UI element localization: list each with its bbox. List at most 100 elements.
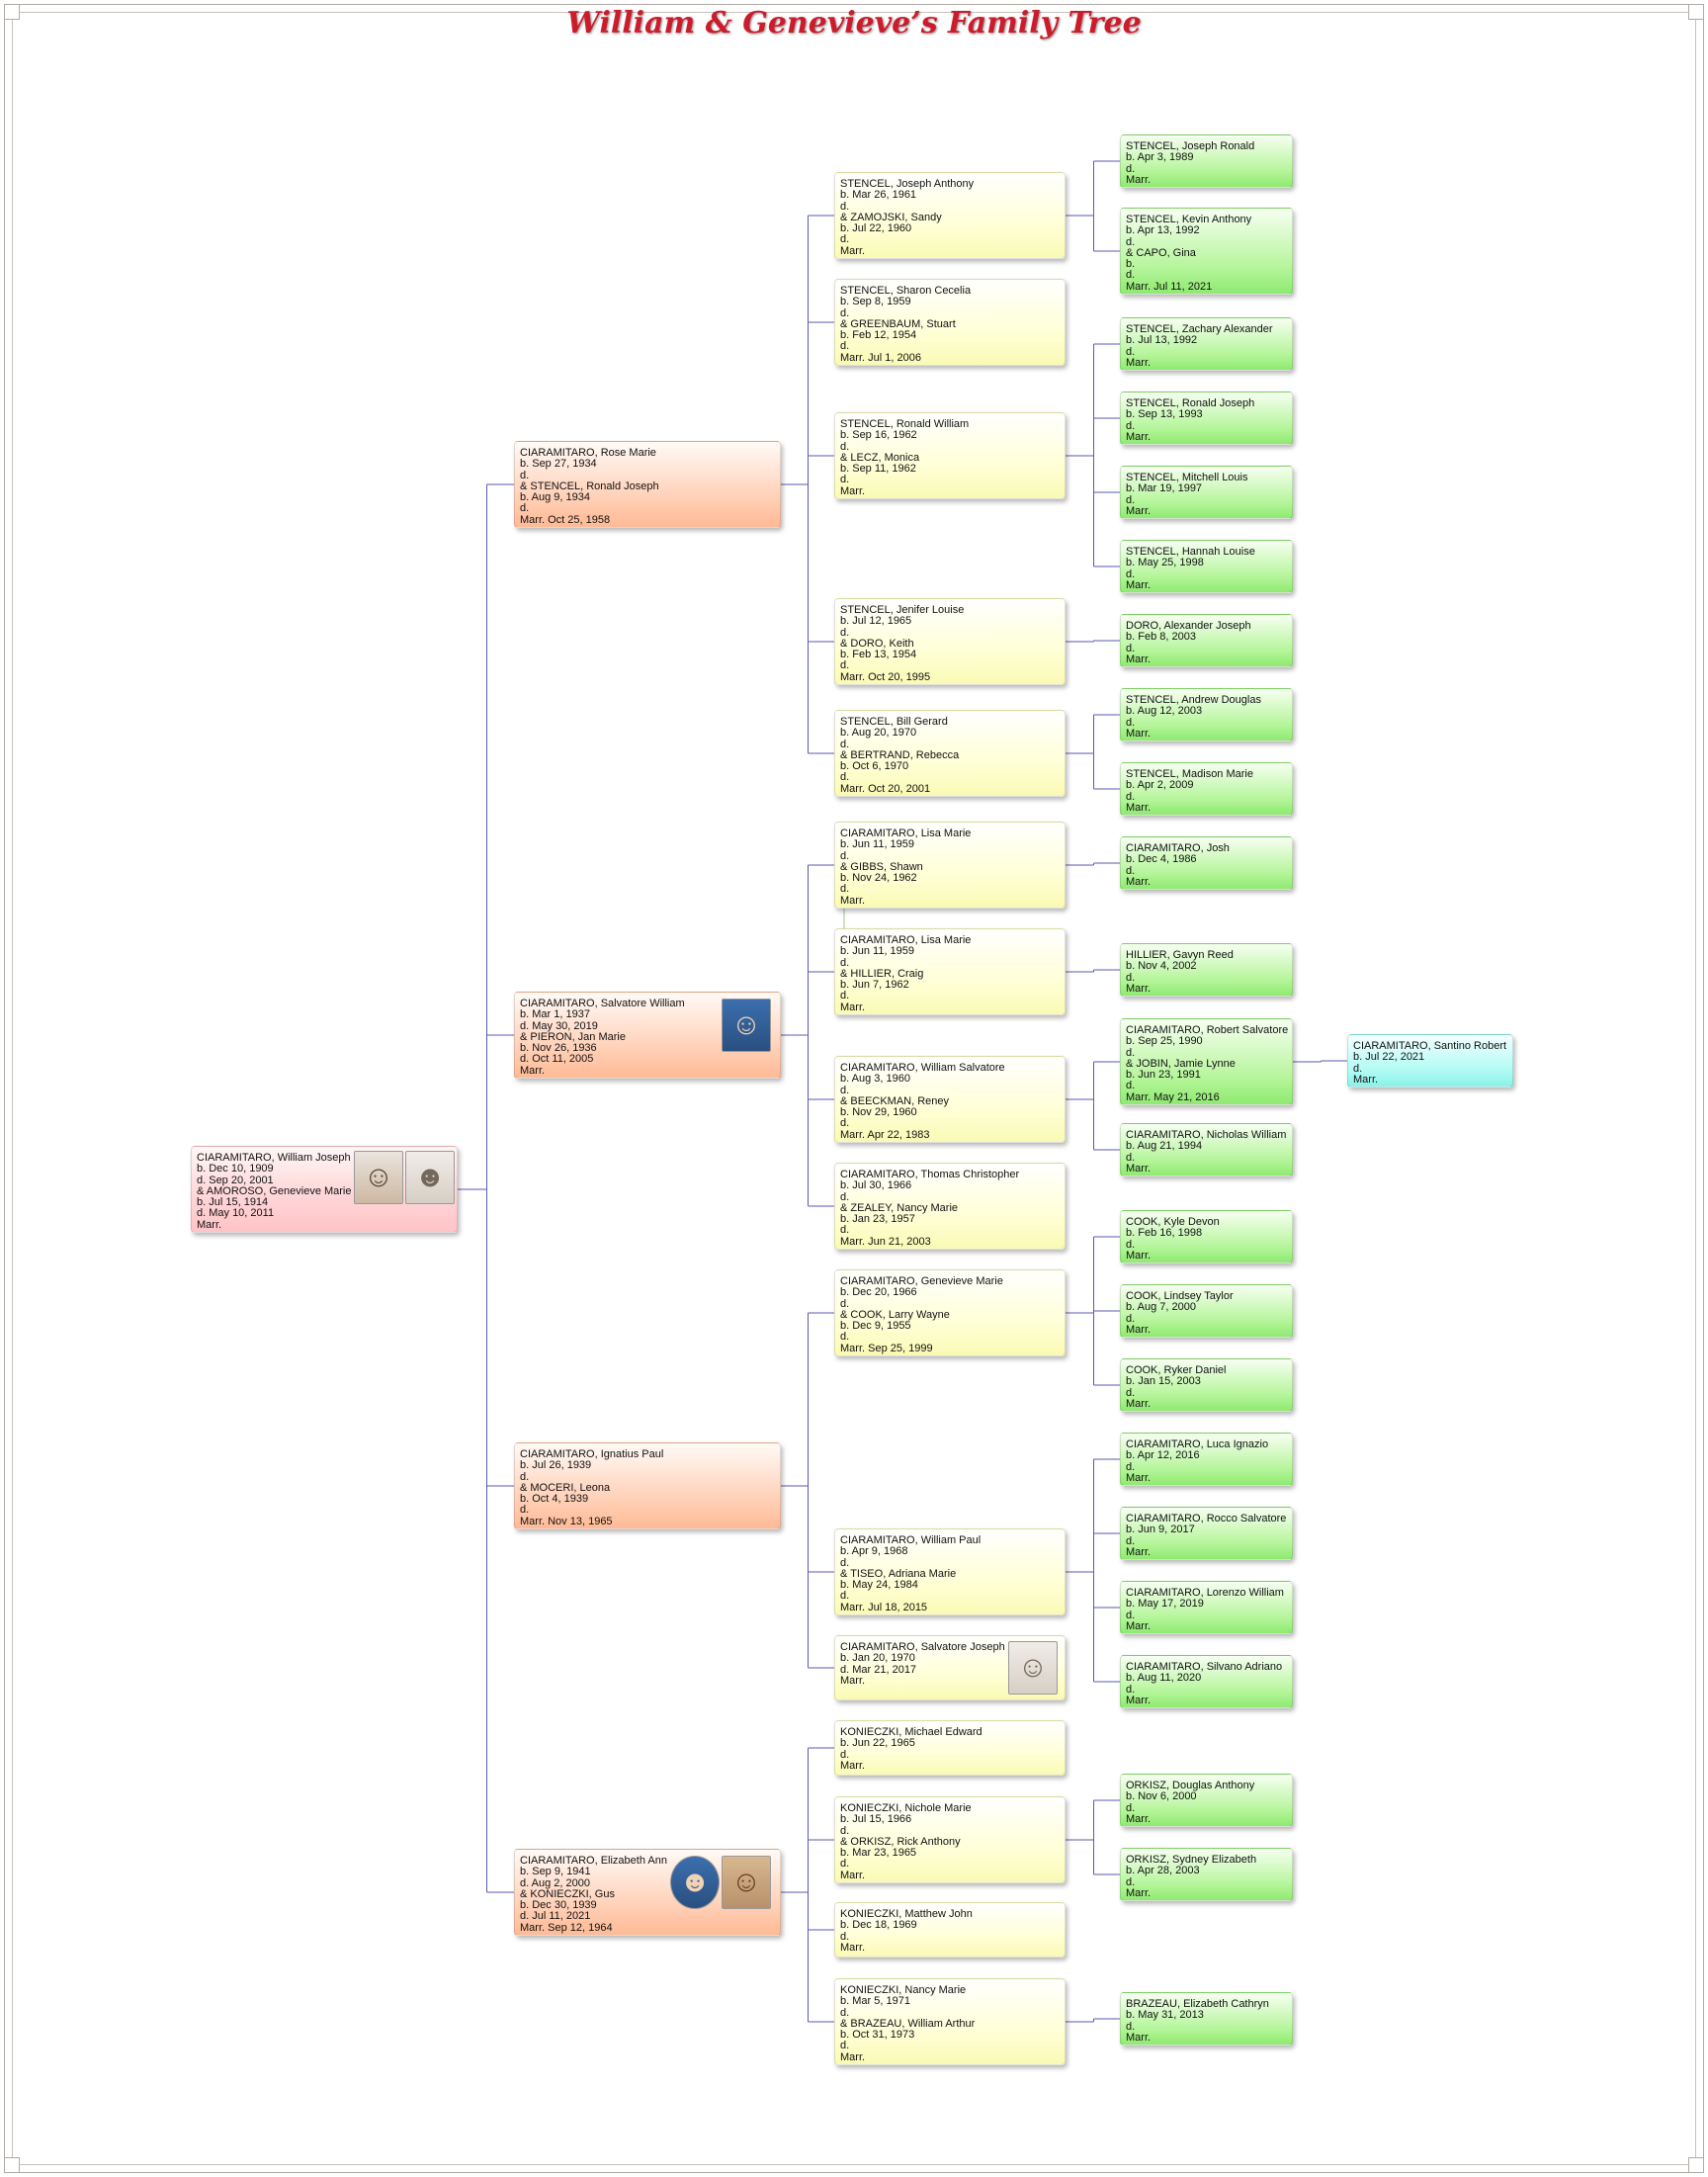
- person-detail-line: Marr.: [1126, 430, 1152, 443]
- person-detail-line: d.: [1126, 864, 1136, 877]
- person-detail-line: STENCEL, Sharon Cecelia: [840, 285, 972, 297]
- person-detail-line: b. Apr 12, 2016: [1126, 1449, 1200, 1462]
- person-detail-line: Marr.: [1126, 801, 1152, 814]
- person-detail-line: CIARAMITARO, Rose Marie: [520, 447, 656, 459]
- person-detail-line: & PIERON, Jan Marie: [520, 1030, 626, 1043]
- person-detail-line: CIARAMITARO, Thomas Christopher: [840, 1169, 1020, 1180]
- person-detail-line: d.: [840, 1331, 850, 1344]
- person-detail-line: STENCEL, Mitchell Louis: [1126, 472, 1248, 483]
- person-detail-line: Marr. Jun 21, 2003: [840, 1235, 931, 1248]
- person-detail-line: b. Dec 30, 1939: [520, 1899, 597, 1912]
- person-detail-line: & HILLIER, Craig: [840, 967, 924, 980]
- person-detail-line: CIARAMITARO, Rocco Salvatore: [1126, 1513, 1287, 1524]
- person-detail-line: b. Dec 18, 1969: [840, 1919, 917, 1932]
- person-detail-line: d. Sep 20, 2001: [197, 1174, 274, 1186]
- person-detail-line: b. Jul 22, 2021: [1353, 1051, 1425, 1064]
- person-detail-line: STENCEL, Joseph Ronald: [1126, 140, 1255, 152]
- person-detail-line: d. Mar 21, 2017: [840, 1663, 917, 1676]
- person-detail-line: Marr.: [1126, 1471, 1152, 1484]
- person-detail-line: b. May 24, 1984: [840, 1579, 918, 1592]
- person-detail-line: b. Aug 21, 1994: [1126, 1140, 1203, 1153]
- person-detail-line: d.: [840, 1297, 850, 1310]
- person-detail-line: b. Feb 16, 1998: [1126, 1227, 1203, 1240]
- person-detail-line: ORKISZ, Sydney Elizabeth: [1126, 1854, 1257, 1866]
- person-detail-line: Marr.: [840, 244, 866, 257]
- person-detail-line: b. Oct 6, 1970: [840, 760, 909, 773]
- person-detail-line: b. Jul 13, 1992: [1126, 334, 1198, 347]
- person-detail-line: CIARAMITARO, Lisa Marie: [840, 934, 972, 946]
- person-detail-line: Marr.: [840, 1674, 866, 1687]
- person-detail-line: Marr.: [1126, 1249, 1152, 1262]
- person-detail-line: d.: [840, 849, 850, 862]
- person-detail-line: d. Aug 2, 2000: [520, 1876, 590, 1889]
- person-detail-line: Marr.: [1126, 1545, 1152, 1558]
- person-detail-line: & MOCERI, Leona: [520, 1481, 611, 1494]
- person-detail-line: d.: [840, 771, 850, 784]
- person-detail-line: Marr. Sep 25, 1999: [840, 1342, 933, 1354]
- person-detail-line: b. Sep 25, 1990: [1126, 1035, 1203, 1048]
- person-detail-line: d.: [840, 306, 850, 319]
- outer-border: [4, 4, 1704, 2173]
- person-detail-line: d.: [520, 1470, 530, 1483]
- person-detail-line: b. Jun 11, 1959: [840, 838, 915, 851]
- corner-ornament: [1688, 4, 1704, 20]
- person-detail-line: Marr. Jul 18, 2015: [840, 1601, 928, 1613]
- person-detail-line: b. Mar 26, 1961: [840, 189, 917, 202]
- person-detail-line: CIARAMITARO, Lorenzo William: [1126, 1587, 1284, 1599]
- person-detail-line: Marr.: [1126, 875, 1152, 888]
- person-detail-line: Marr.: [1126, 1397, 1152, 1410]
- person-detail-line: STENCEL, Hannah Louise: [1126, 546, 1255, 558]
- person-detail-line: d.: [1126, 790, 1136, 803]
- person-detail-line: Marr.: [1126, 982, 1152, 995]
- page-title: William & Genevieve’s Family Tree: [566, 6, 1142, 41]
